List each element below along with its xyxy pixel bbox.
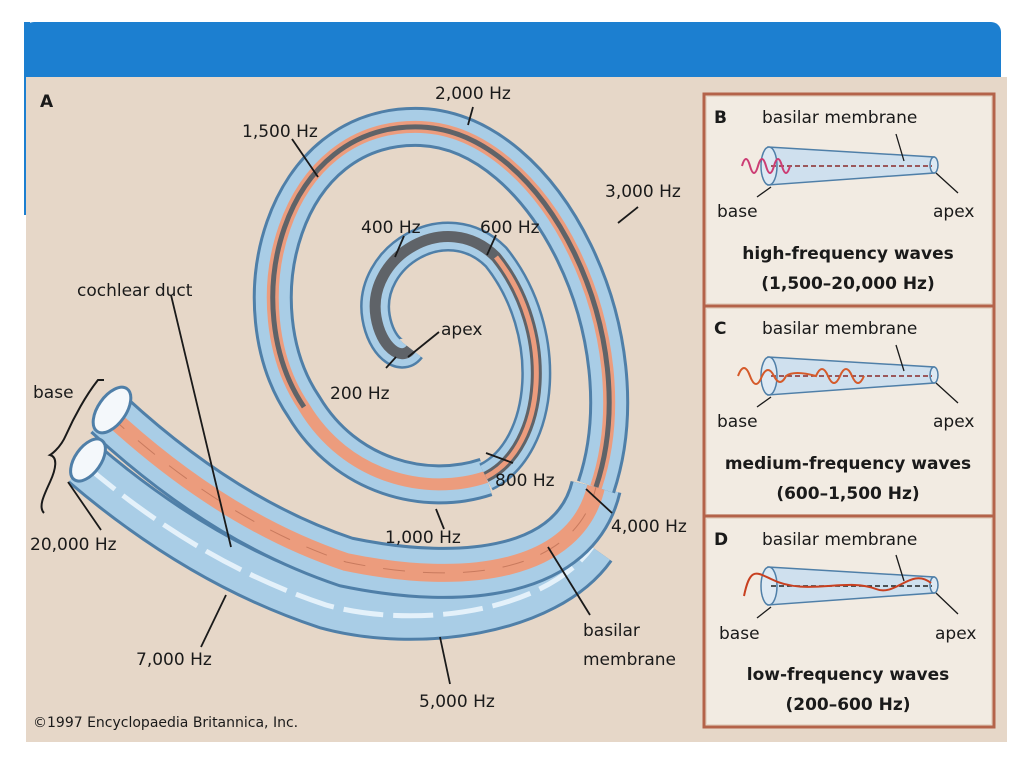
panel-d: D basilar membrane base apex low-frequen… [707, 519, 991, 724]
label-cochlear-duct: cochlear duct [77, 281, 193, 301]
panel-b-leader-membrane [895, 133, 905, 162]
label-basilar: basilar [583, 621, 640, 641]
panel-c: C basilar membrane base apex medium-freq… [707, 309, 991, 514]
panel-b-range: (1,500–20,000 Hz) [761, 274, 934, 294]
panel-c-apex-label: apex [933, 412, 974, 432]
panel-d-base-label: base [719, 624, 760, 644]
panel-b-wave [741, 158, 791, 174]
panel-c-base-label: base [717, 412, 758, 432]
cochlea-figure: A [26, 77, 1007, 742]
label-200-hz: 200 Hz [330, 384, 390, 404]
panel-b-base-label: base [717, 202, 758, 222]
label-1000-hz: 1,000 Hz [385, 528, 461, 548]
copyright-text: ©1997 Encyclopaedia Britannica, Inc. [33, 715, 298, 731]
panel-c-title: medium-frequency waves [725, 454, 971, 474]
panel-a: A [30, 84, 687, 731]
panel-c-leader-membrane [895, 344, 905, 372]
panel-c-background [707, 309, 991, 514]
label-base: base [33, 383, 74, 403]
upper-tube-opening [91, 385, 133, 435]
panel-c-letter: C [714, 319, 726, 339]
panel-b-cone-base [760, 146, 778, 186]
panel-c-cone-apex [929, 366, 939, 384]
side-panels: B basilar membrane base apex high-freque… [702, 92, 996, 729]
panel-b: B basilar membrane base apex high-freque… [707, 97, 991, 303]
panel-d-title: low-frequency waves [747, 665, 949, 685]
label-4000-hz: 4,000 Hz [611, 517, 687, 537]
panel-c-membrane-label: basilar membrane [762, 319, 917, 339]
label-7000-hz: 7,000 Hz [136, 650, 212, 670]
panel-d-membrane-label: basilar membrane [762, 530, 917, 550]
panel-b-leader-apex [935, 172, 959, 194]
panel-c-range: (600–1,500 Hz) [776, 484, 919, 504]
panel-b-apex-label: apex [933, 202, 974, 222]
label-20000-hz: 20,000 Hz [30, 535, 117, 555]
label-apex: apex [441, 320, 482, 340]
lower-tube-opening [69, 437, 107, 483]
panel-b-leader-base [756, 186, 772, 198]
label-membrane: membrane [583, 650, 676, 670]
cochlea-lower-tube [67, 444, 613, 641]
panel-c-leader-base [756, 396, 772, 408]
panel-b-letter: B [714, 108, 727, 128]
leader-lines [67, 106, 639, 685]
panel-b-background [707, 97, 991, 303]
panel-d-leader-base [756, 606, 772, 619]
cochlea-diagram: A [26, 77, 1007, 742]
label-3000-hz: 3,000 Hz [605, 182, 681, 202]
label-1500-hz: 1,500 Hz [242, 122, 318, 142]
panel-d-leader-membrane [895, 554, 905, 582]
base-brace [40, 379, 104, 514]
panel-d-range: (200–600 Hz) [785, 695, 910, 715]
panel-a-letter: A [40, 92, 54, 112]
panel-d-wave [743, 572, 932, 597]
panel-b-membrane-label: basilar membrane [762, 108, 917, 128]
label-800-hz: 800 Hz [495, 471, 555, 491]
cochlea-inner-turn [360, 221, 552, 491]
cochlea-outer-turn [252, 106, 630, 505]
label-600-hz: 600 Hz [480, 218, 540, 238]
label-400-hz: 400 Hz [361, 218, 421, 238]
panel-d-leader-apex [935, 592, 959, 615]
panel-d-letter: D [714, 530, 728, 550]
panel-c-leader-apex [935, 382, 959, 404]
label-5000-hz: 5,000 Hz [419, 692, 495, 712]
panel-b-cone-apex [929, 156, 939, 174]
label-2000-hz: 2,000 Hz [435, 84, 511, 104]
panel-d-background [707, 519, 991, 724]
panel-d-apex-label: apex [935, 624, 976, 644]
panel-d-cone-apex [929, 576, 939, 594]
slide-header-bar [24, 22, 1001, 80]
cochlea-upper-tube [90, 394, 622, 599]
panel-c-wave [737, 367, 865, 385]
panel-b-title: high-frequency waves [742, 244, 953, 264]
